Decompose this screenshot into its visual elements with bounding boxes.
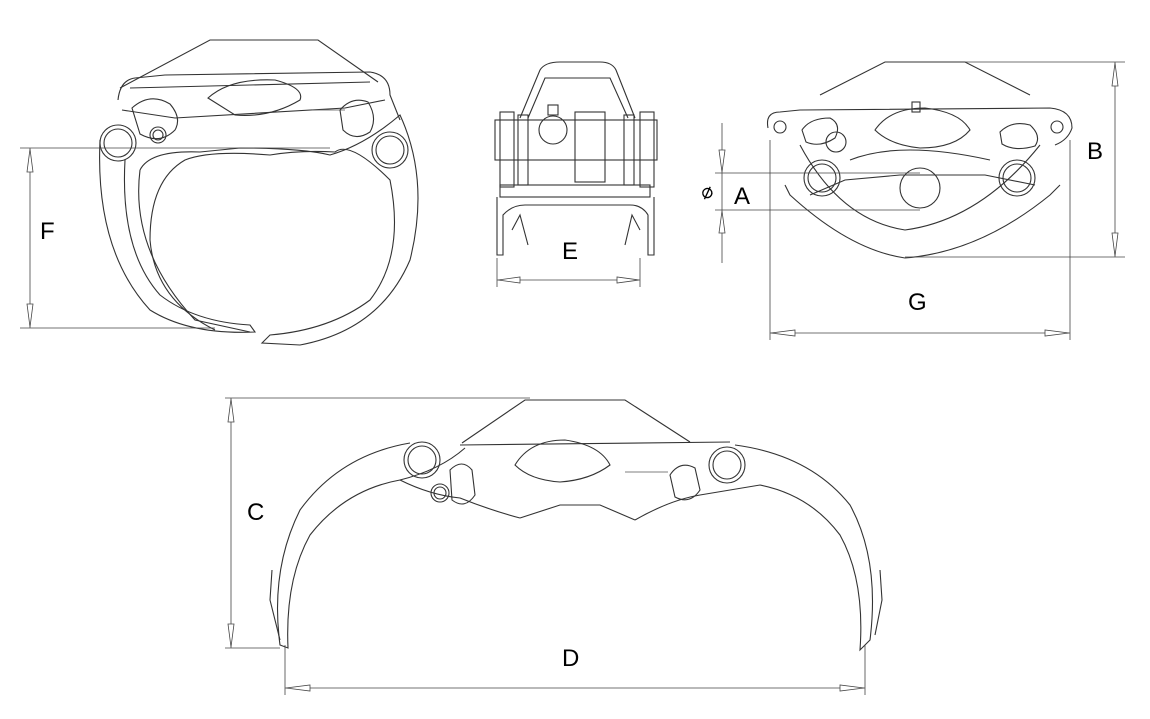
dimension-f: [20, 147, 330, 329]
dimension-c: [225, 397, 530, 649]
dimension-label-g: G: [908, 289, 927, 316]
side-view: [494, 61, 658, 256]
front-view-closed: [99, 39, 419, 346]
front-view-open: [766, 61, 1073, 259]
dimension-g: [769, 140, 1071, 340]
dimension-b: [905, 61, 1125, 258]
dimension-e: [496, 258, 641, 287]
dimension-label-c: C: [247, 499, 265, 526]
dimension-a: [715, 123, 920, 263]
dimension-label-b: B: [1087, 138, 1104, 165]
dimension-label-f: F: [40, 218, 55, 245]
front-view-fully-open: [269, 399, 883, 652]
dimension-d: [284, 645, 866, 695]
dimension-label-d: D: [562, 645, 580, 672]
dimension-label-a: A: [734, 183, 751, 210]
dimension-label-e: E: [562, 238, 579, 265]
